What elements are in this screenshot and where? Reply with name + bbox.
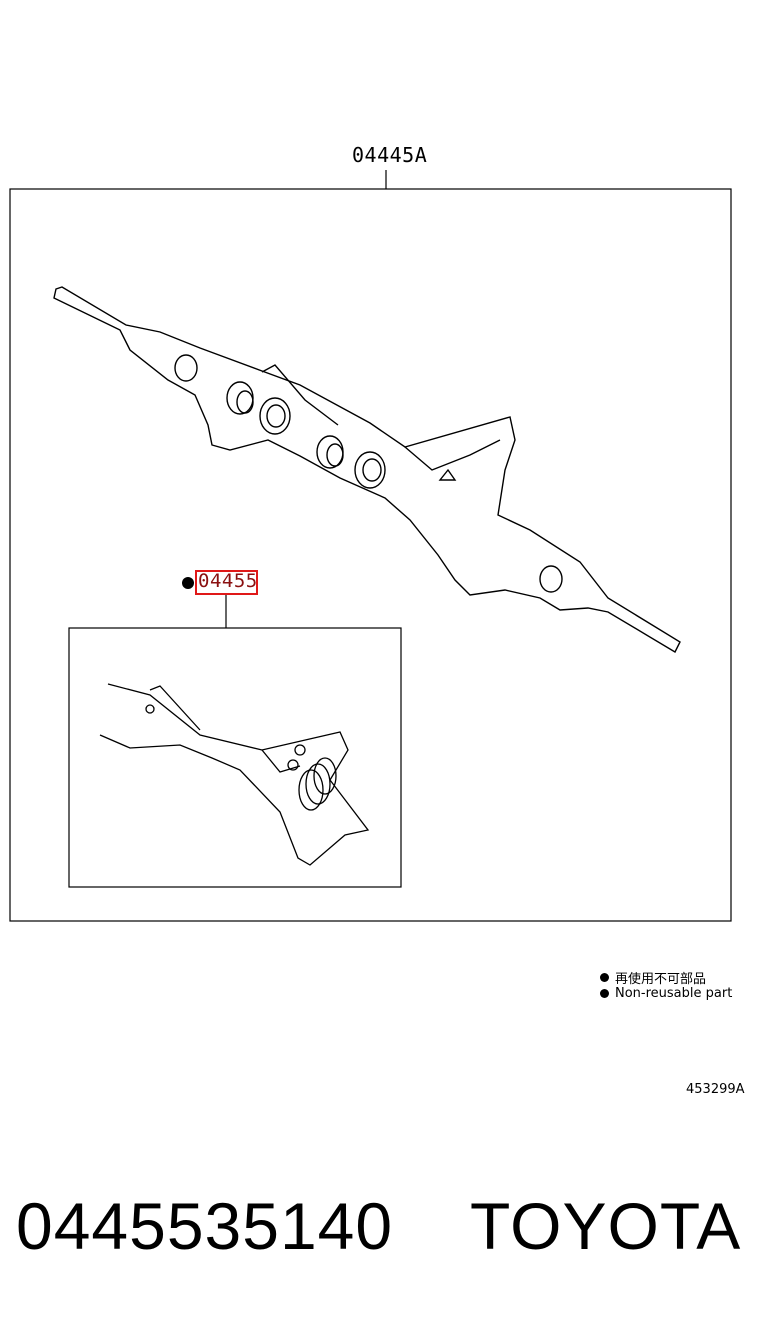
illustration-ref-code: 453299A xyxy=(686,1082,745,1097)
kit-drawing xyxy=(99,683,370,866)
brand-name: TOYOTA xyxy=(470,1189,742,1263)
kit-frame xyxy=(68,627,402,888)
legend-dot-icon xyxy=(600,989,609,998)
steering-rack-drawing xyxy=(53,286,681,653)
kit-highlight-box xyxy=(195,570,258,595)
kit-part-label: 04455 xyxy=(198,570,258,592)
assembly-frame xyxy=(9,188,732,922)
part-number: 0445535140 xyxy=(16,1189,394,1263)
non-reusable-dot xyxy=(182,577,194,589)
legend-en-text: Non-reusable part xyxy=(615,986,733,1001)
legend-en: Non-reusable part xyxy=(600,986,732,1001)
legend-jp: 再使用不可部品 xyxy=(600,968,706,987)
legend-jp-text: 再使用不可部品 xyxy=(615,972,707,987)
legend-dot-icon xyxy=(600,973,609,982)
assembly-part-label: 04445A xyxy=(352,143,428,167)
